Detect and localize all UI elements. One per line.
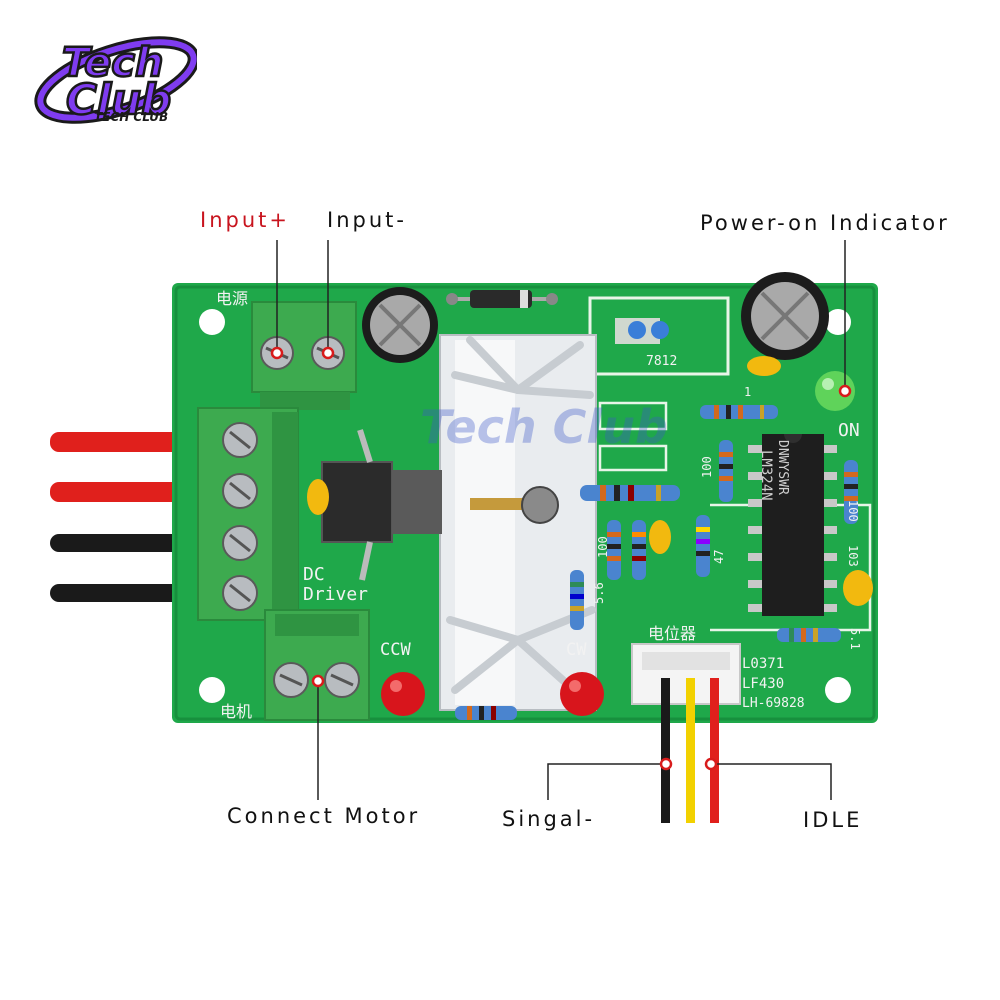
- silk-part-line-3: LH-69828: [742, 696, 805, 711]
- mosfet: [321, 429, 442, 581]
- pot-wires: [661, 678, 719, 823]
- silk-ccw: CCW: [380, 640, 411, 660]
- heat-sink: [439, 334, 597, 711]
- silk-part-line-1: L0371: [742, 656, 785, 672]
- capacitor-left: [362, 287, 438, 363]
- silk-motor-cn: 电机: [220, 702, 253, 721]
- silk-pin-1: 1: [744, 385, 752, 399]
- silk-part-line-2: LF430: [742, 676, 785, 692]
- silk-dc-driver: DC Driver: [303, 564, 369, 605]
- brand-logo-sub: TECH CLUB: [94, 110, 169, 124]
- silk-res-47: 47: [712, 549, 726, 564]
- silk-res-100a: 100: [700, 456, 714, 478]
- power-terminal: [251, 301, 357, 410]
- silk-pot-cn: 电位器: [648, 624, 697, 643]
- svg-text:Club: Club: [66, 75, 171, 124]
- lm324n-chip: [748, 434, 837, 616]
- silk-res-56: 5.6: [592, 582, 606, 604]
- silk-power-cn: 电源: [216, 289, 249, 308]
- silk-cap-103: 103: [846, 545, 860, 567]
- label-input-plus: Input+: [200, 208, 290, 232]
- led-ccw: [381, 672, 425, 716]
- silk-cw: CW: [566, 640, 587, 660]
- silk-res-100c: 100: [596, 536, 610, 558]
- diode: [446, 290, 558, 308]
- brand-logo-graphic: Tech Club: [34, 36, 200, 125]
- capacitor-right: [741, 272, 829, 360]
- label-connect-motor: Connect Motor: [227, 804, 421, 828]
- label-input-minus: Input-: [327, 208, 407, 232]
- silk-regulator: 7812: [646, 354, 678, 369]
- watermark-logo: Tech Club: [420, 404, 668, 450]
- silk-on: ON: [838, 420, 860, 441]
- silk-res-51: 5.1: [848, 628, 862, 650]
- brand-logo: Tech Club TECH CLUB: [22, 18, 200, 138]
- chip-line-2: LM324N: [758, 450, 774, 501]
- silk-res-100b: 100: [846, 500, 860, 522]
- callout-lines: [276, 240, 846, 800]
- svg-text:Tech: Tech: [62, 40, 163, 86]
- watermark-main: Tech Club: [420, 400, 668, 454]
- motor-terminal: [264, 609, 370, 721]
- callout-markers: [270, 346, 852, 771]
- led-cw: [560, 672, 604, 716]
- ceramic-caps: [307, 356, 873, 606]
- wire-terminal-4pin: [197, 407, 299, 621]
- label-signal-minus: Singal-: [502, 807, 596, 831]
- chip-line-1: DNWYSWR: [775, 440, 790, 495]
- resistors: [455, 405, 858, 720]
- label-idle: IDLE: [803, 808, 863, 832]
- small-blue-caps: [628, 321, 669, 339]
- label-power-on-indicator: Power-on Indicator: [700, 211, 950, 235]
